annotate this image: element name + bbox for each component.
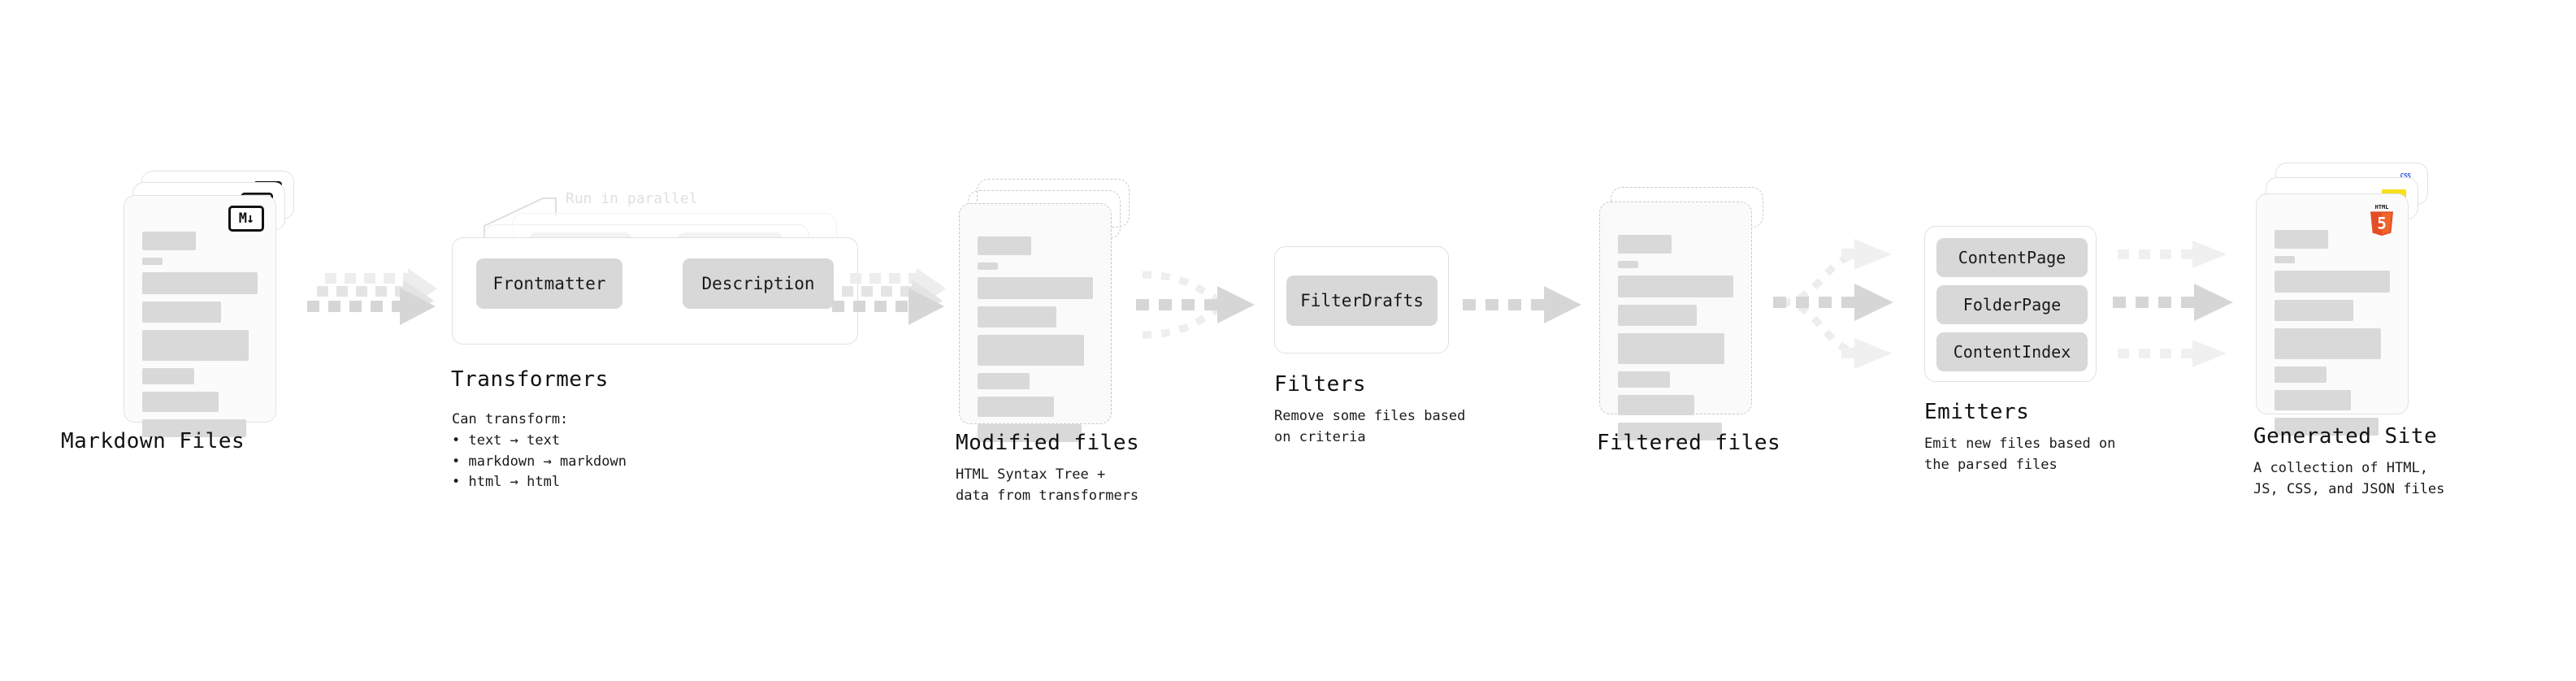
stage-markdown-files: M↓ M↓ M↓ Markdown Files — [61, 171, 294, 453]
stage-filters: FilterDrafts Filters Remove some files b… — [1274, 246, 1465, 445]
arrow-filtered-to-emitters — [1773, 239, 1893, 369]
arrow-transformers-to-modified — [832, 268, 946, 325]
filter-chip-filterdrafts[interactable]: FilterDrafts — [1286, 275, 1438, 326]
generated-site-subtitle: A collection of HTML, JS, CSS, and JSON … — [2253, 460, 2445, 497]
transformers-bullet-1: • markdown → markdown — [452, 453, 627, 470]
stage-filtered-files: Filtered files — [1597, 187, 1780, 455]
page-title-markdown-files: Markdown Files — [61, 429, 245, 453]
emitter-chip-contentpage[interactable]: ContentPage — [1936, 238, 2088, 277]
emitter-chip-folderpage[interactable]: FolderPage — [1936, 285, 2088, 324]
transformers-bullet-0: • text → text — [452, 432, 561, 449]
filters-subtitle: Remove some files based on criteria — [1274, 408, 1466, 445]
page-title-filters: Filters — [1274, 372, 1367, 397]
arrow-modified-to-filters — [1136, 271, 1255, 339]
markdown-card-stack: M↓ M↓ M↓ — [124, 171, 294, 437]
page-title-transformers: Transformers — [451, 367, 609, 392]
stage-modified-files: Modified files HTML Syntax Tree + data f… — [956, 179, 1139, 504]
run-in-parallel-label: Run in parallel — [566, 190, 698, 207]
filtered-card-front — [1599, 202, 1752, 440]
arrow-markdown-to-transformers — [307, 268, 437, 325]
modified-card-front — [959, 203, 1112, 442]
modified-files-subtitle: HTML Syntax Tree + data from transformer… — [956, 466, 1139, 504]
site-card-front: HTML 5 — [2256, 193, 2409, 436]
site-card-stack: CSS HTML 5 — [2256, 163, 2435, 436]
site-card-lines — [2275, 230, 2390, 443]
stage-transformers: Run in parallel Frontmatter Description … — [451, 190, 858, 490]
markdown-card-lines — [142, 232, 258, 445]
page-title-filtered-files: Filtered files — [1597, 431, 1781, 455]
emitters-box: ContentPage FolderPage ContentIndex — [1924, 226, 2097, 382]
emitter-chip-contentindex[interactable]: ContentIndex — [1936, 332, 2088, 371]
filters-box: FilterDrafts — [1274, 246, 1449, 354]
stage-generated-site: CSS HTML 5 — [2253, 163, 2444, 497]
stage-emitters: ContentPage FolderPage ContentIndex Emit… — [1924, 226, 2115, 473]
page-title-emitters: Emitters — [1924, 400, 2030, 424]
arrow-filters-to-filtered — [1463, 286, 1581, 323]
transformers-intro: Can transform: — [452, 411, 569, 427]
modified-card-lines — [978, 236, 1093, 449]
modified-card-stack — [959, 179, 1130, 442]
markdown-icon: M↓ — [228, 206, 264, 232]
transformer-chip-description[interactable]: Description — [683, 258, 834, 309]
arrow-emitters-to-site — [2113, 241, 2233, 367]
page-title-modified-files: Modified files — [956, 431, 1140, 455]
transformers-bullets: Can transform: • text → text • markdown … — [452, 410, 627, 493]
page-title-generated-site: Generated Site — [2253, 424, 2438, 449]
transformer-chip-frontmatter[interactable]: Frontmatter — [476, 258, 622, 309]
html5-icon: HTML 5 — [2370, 204, 2393, 236]
svg-text:HTML: HTML — [2375, 204, 2389, 210]
filtered-card-lines — [1618, 235, 1733, 448]
transformers-bullet-2: • html → html — [452, 474, 561, 491]
filtered-card-stack — [1599, 187, 1770, 440]
svg-text:5: 5 — [2377, 214, 2387, 232]
markdown-card-front: M↓ — [124, 195, 276, 437]
emitters-subtitle: Emit new files based on the parsed files — [1924, 436, 2116, 473]
